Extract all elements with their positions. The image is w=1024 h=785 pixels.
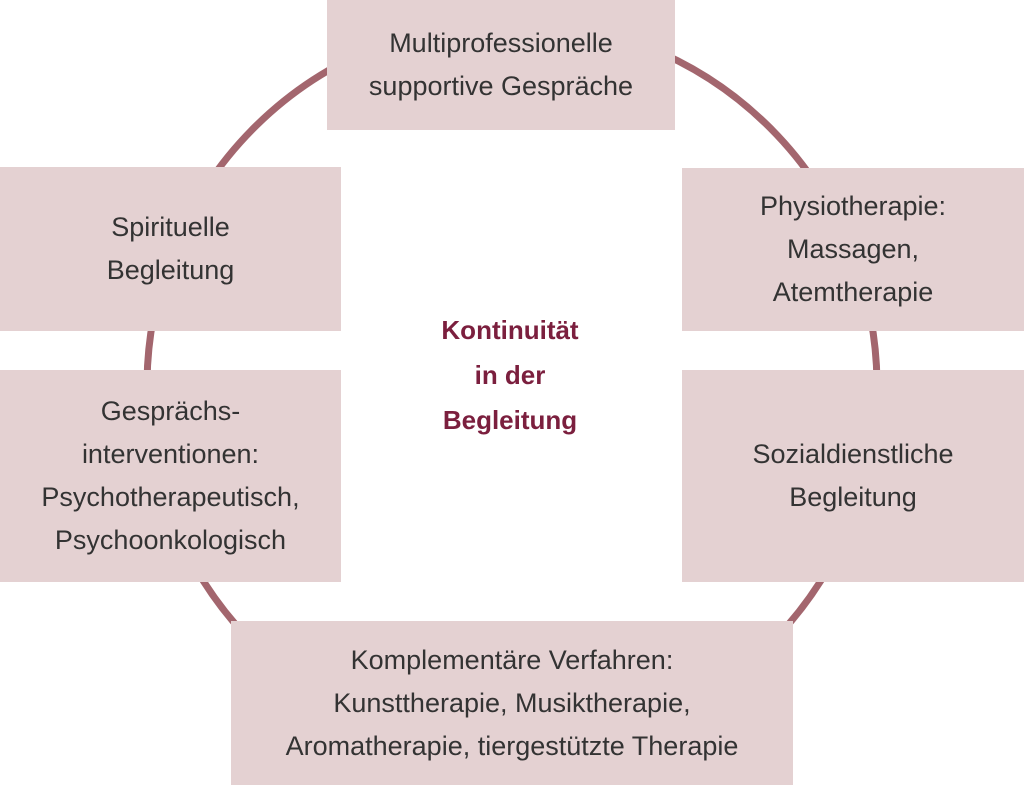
box-line: Spirituelle (111, 212, 230, 242)
box-line: Aromatherapie, tiergestützte Therapie (285, 730, 739, 761)
box-supportive-conversations: Multiprofessionelle supportive Gespräche (327, 0, 675, 130)
box-line: supportive Gespräche (368, 71, 634, 101)
box-line: Begleitung (106, 255, 235, 285)
box-line: Atemtherapie (772, 277, 934, 307)
box-line: Sozialdienstliche (752, 439, 954, 469)
center-title: Kontinuität in der Begleitung (400, 308, 620, 443)
box-line: Psychotherapeutisch, (41, 482, 300, 512)
box-complementary-methods: Komplementäre Verfahren: Kunsttherapie, M… (231, 621, 793, 785)
box-conversation-interventions: Gesprächs-interventionen: Psychotherapeut… (0, 370, 341, 582)
box-line: Physiotherapie: (759, 191, 947, 221)
box-line: Massagen, (786, 234, 920, 264)
box-line: Begleitung (789, 482, 917, 512)
box-line: interventionen: (81, 439, 260, 469)
box-line: Multiprofessionelle (389, 28, 613, 58)
box-line: Komplementäre Verfahren: (350, 644, 674, 675)
center-line: in der (474, 360, 546, 390)
box-line: Kunsttherapie, Musiktherapie, (333, 687, 691, 718)
box-physiotherapy: Physiotherapie: Massagen, Atemtherapie (682, 168, 1024, 331)
box-line: Gesprächs- (100, 396, 241, 426)
center-line: Begleitung (442, 405, 578, 435)
center-line: Kontinuität (441, 315, 579, 345)
box-line: Psychoonkologisch (54, 525, 287, 555)
